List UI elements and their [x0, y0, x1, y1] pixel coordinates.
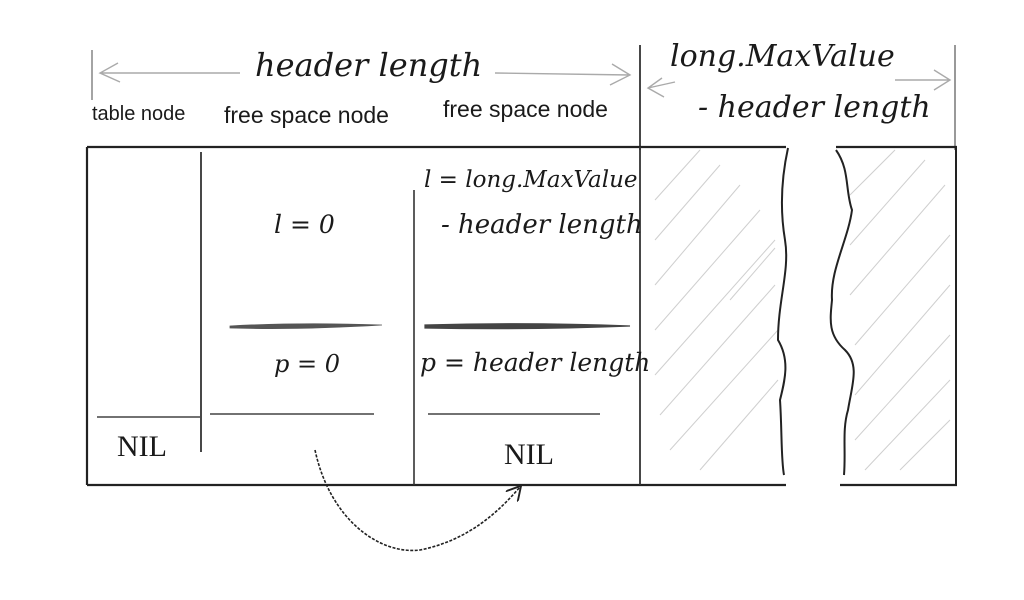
table-node-nil: NIL — [117, 430, 167, 463]
header-length-left-arrow — [98, 62, 240, 83]
table-node-label: table node — [92, 103, 186, 125]
maxvalue-label-line1: long.MaxValue — [670, 39, 895, 74]
maxvalue-right-arrow — [895, 69, 952, 91]
maxvalue-left-arrow — [646, 77, 676, 98]
free1-l-p-separator — [229, 323, 383, 329]
header-length-right-arrow — [494, 63, 632, 86]
free2-l-p-separator — [424, 323, 631, 330]
torn-edge-right — [829, 149, 855, 476]
next-pointer-arrow — [314, 449, 520, 552]
torn-edge-left — [776, 147, 789, 476]
free2-p-value: p = header length — [420, 348, 651, 377]
maxvalue-label-line2: - header length — [698, 90, 931, 125]
free1-p-value: p = 0 — [274, 350, 340, 378]
free2-l-value-line2: - header length — [441, 210, 643, 240]
free-space-node-1-label: free space node — [224, 102, 389, 128]
free1-l-value: l = 0 — [274, 210, 335, 239]
free-space-node-2-label: free space node — [443, 96, 608, 122]
free2-l-value-line1: l = long.MaxValue — [424, 167, 638, 193]
header-length-label: header length — [255, 46, 483, 84]
hatched-region — [654, 149, 951, 471]
free2-nil: NIL — [504, 438, 554, 471]
